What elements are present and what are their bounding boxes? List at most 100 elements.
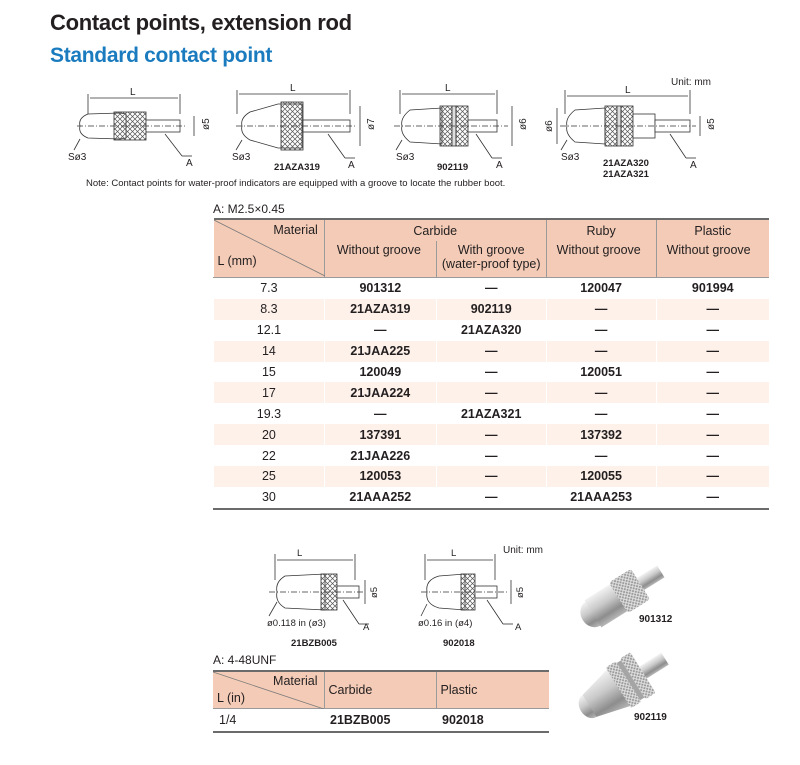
d5-part: 21BZB005 [291, 638, 338, 649]
cell-carbide-without: 901312 [323, 277, 437, 299]
cell-carbide-with: — [435, 486, 547, 510]
cell-plastic-without: — [655, 361, 769, 383]
photo-902119 [578, 652, 669, 719]
d6-a: A [515, 622, 522, 633]
t2-cell-plastic: 902018 [436, 708, 549, 733]
cell-plastic-without: — [655, 382, 769, 404]
sub-ruby-without: Without groove [545, 241, 657, 278]
cell-carbide-with: — [435, 382, 547, 404]
cell-carbide-without: 21JAA226 [323, 445, 437, 467]
cell-carbide-with: 902119 [435, 298, 547, 320]
cell-carbide-with: — [435, 445, 547, 467]
cell-carbide-without: 21AZA319 [323, 298, 437, 320]
unit-label-bottom: Unit: mm [503, 545, 543, 556]
photo-label-2: 902119 [634, 712, 667, 723]
table-row: 1/4 21BZB005 902018 [213, 708, 549, 733]
d1-a: A [186, 158, 193, 169]
cell-l-value: 22 [213, 445, 325, 467]
t2-cell-carbide: 21BZB005 [324, 708, 436, 733]
drawing-4 [556, 90, 701, 159]
d5-a: A [363, 622, 370, 633]
d2-part: 21AZA319 [274, 162, 320, 173]
d6-part: 902018 [443, 638, 475, 649]
d1-sphere: Sø3 [68, 152, 87, 163]
corner2-material: Material [273, 674, 318, 688]
corner-cell-2: Material L (in) [213, 670, 324, 709]
d3-l: L [445, 84, 451, 94]
drawing-3 [394, 90, 513, 159]
cell-plastic-without: — [655, 424, 769, 446]
sub-carbide-with: With groove (water-proof type) [435, 241, 547, 278]
cell-plastic-without: — [655, 403, 769, 425]
cell-l-value: 30 [213, 486, 325, 510]
t2-header-carbide: Carbide [323, 670, 436, 709]
cell-carbide-with: 21AZA321 [435, 403, 547, 425]
sub-plastic-without: Without groove [655, 241, 769, 278]
cell-plastic-without: — [655, 445, 769, 467]
unit-label-top: Unit: mm [671, 77, 711, 88]
cell-l-value: 20 [213, 424, 325, 446]
cell-carbide-without: 21JAA224 [323, 382, 437, 404]
d6-l: L [451, 548, 456, 559]
page-title: Contact points, extension rod [50, 10, 352, 35]
d4-part: 21AZA320 [603, 158, 649, 169]
cell-plastic-without: — [655, 319, 769, 341]
cell-l-value: 7.3 [213, 277, 325, 299]
d4-dia: ø5 [706, 118, 717, 130]
table2-label: A: 4-48UNF [213, 653, 277, 667]
drawing-6 [420, 554, 513, 625]
cell-carbide-with: — [435, 424, 547, 446]
d4-sphere: Sø3 [561, 152, 580, 163]
unf-contact-table: Material L (in) Carbide Plastic 1/4 21BZ… [213, 670, 549, 733]
d4-part2: 21AZA321 [603, 169, 650, 180]
cell-l-value: 25 [213, 466, 325, 487]
cell-ruby-without: 120047 [545, 277, 657, 299]
sub-carbide-without: Without groove [323, 241, 437, 278]
cell-ruby-without: — [545, 298, 657, 320]
d1-l: L [130, 87, 136, 98]
d5-dia: ø5 [369, 587, 380, 598]
bottom-drawings: L ø5 ø0.118 in (ø3) A 21BZB005 L ø5 ø0.1… [267, 548, 526, 649]
contact-point-table: Material L (mm) Carbide Ruby Plastic Wit… [213, 218, 769, 510]
cell-carbide-with: — [435, 277, 547, 299]
cell-ruby-without: — [545, 403, 657, 425]
cell-carbide-with: — [435, 340, 547, 362]
d6-dia: ø5 [515, 587, 526, 598]
cell-plastic-without: — [655, 298, 769, 320]
t2-header-plastic: Plastic [435, 670, 549, 709]
cell-ruby-without: — [545, 319, 657, 341]
drawing-1 [73, 94, 195, 157]
photo-901312 [580, 565, 665, 628]
cell-carbide-without: 120049 [323, 361, 437, 383]
d4-dia-left: ø6 [544, 120, 555, 132]
cell-plastic-without: 901994 [655, 277, 769, 299]
d3-dia: ø6 [518, 118, 529, 130]
d2-dia: ø7 [366, 118, 377, 130]
d2-l: L [290, 84, 296, 94]
group-ruby: Ruby [545, 218, 657, 241]
cell-carbide-with: — [435, 361, 547, 383]
cell-l-value: 14 [213, 340, 325, 362]
cell-l-value: 19.3 [213, 403, 325, 425]
d6-sphere: ø0.16 in (ø4) [418, 618, 472, 629]
cell-carbide-without: 21AAA252 [323, 486, 437, 510]
photo-label-1: 901312 [639, 614, 673, 625]
cell-ruby-without: — [545, 382, 657, 404]
d1-dia: ø5 [201, 118, 212, 130]
cell-plastic-without: — [655, 340, 769, 362]
d5-l: L [297, 548, 302, 559]
drawing-5 [268, 554, 369, 625]
d4-l: L [625, 85, 631, 96]
group-carbide: Carbide [323, 218, 547, 241]
cell-l-value: 8.3 [213, 298, 325, 320]
cell-ruby-without: 120055 [545, 466, 657, 487]
cell-carbide-without: 120053 [323, 466, 437, 487]
